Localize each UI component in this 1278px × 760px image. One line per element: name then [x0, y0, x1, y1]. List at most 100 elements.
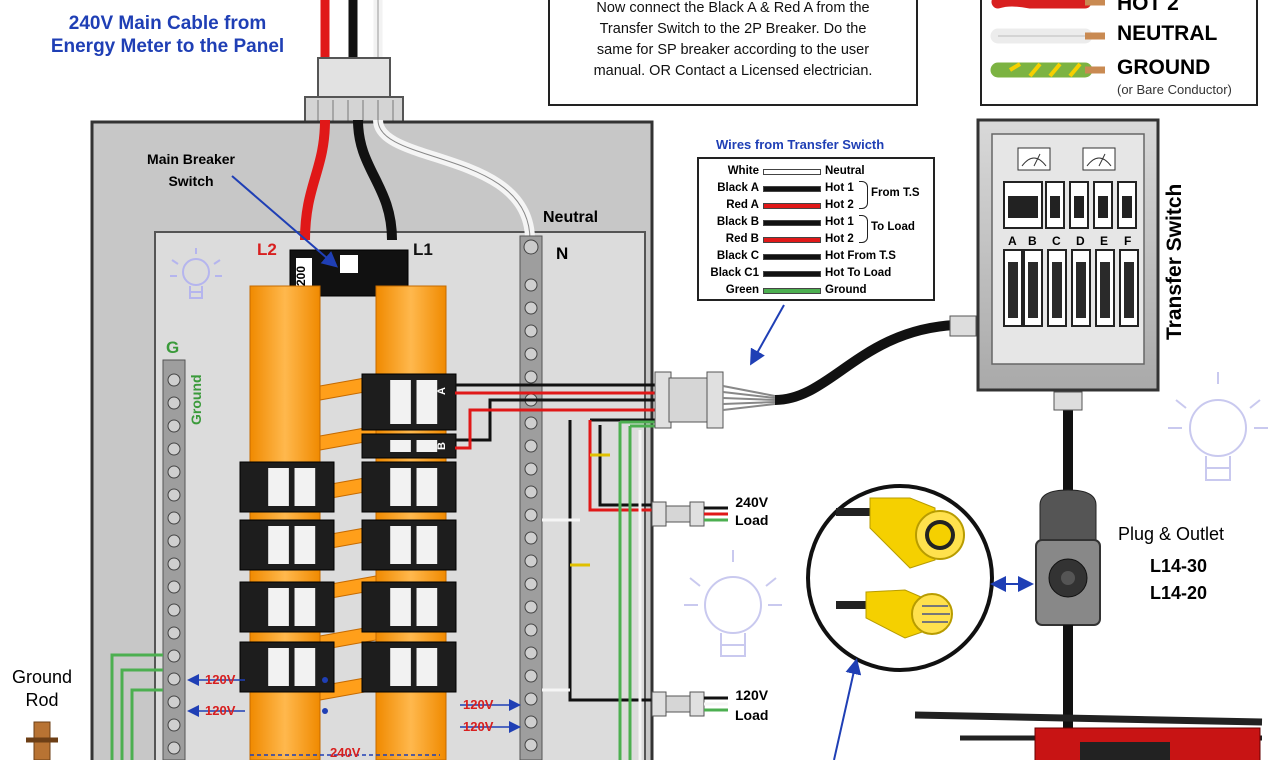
ts-circuit-letter: D: [1076, 234, 1085, 248]
bar-screw: [167, 534, 181, 548]
bar-screw: [524, 600, 538, 614]
ts-circuit-handle: [1100, 262, 1110, 318]
breaker-mark-a: A: [436, 387, 448, 395]
transfer-switch-title: Transfer Switch: [1163, 183, 1186, 340]
bar-screw: [524, 715, 538, 729]
bar-screw: [524, 324, 538, 338]
breaker-toggle: [416, 526, 438, 564]
bar-screw: [524, 554, 538, 568]
bar-screw: [167, 695, 181, 709]
legend-hot2: HOT 2: [1117, 0, 1179, 15]
load-120-line: 120V: [735, 687, 769, 703]
bar-screw: [524, 692, 538, 706]
bar-screw: [524, 738, 538, 752]
breaker-toggle: [268, 468, 289, 506]
wire-row-swatch: [763, 186, 821, 192]
breaker-mark-b: B: [436, 442, 448, 450]
wire-row-right: Hot 2: [825, 233, 854, 245]
bar-screw: [524, 646, 538, 660]
n-label: N: [556, 244, 569, 263]
main-breaker-rating: 200: [294, 265, 308, 286]
wire-row-right: Hot To Load: [825, 267, 892, 279]
ts-breaker-handle: [1122, 196, 1132, 218]
wire-row-right: Hot 2: [825, 199, 854, 211]
v120-label: 120V: [205, 672, 236, 687]
ts-circuit-handle: [1008, 262, 1018, 318]
generator: [914, 711, 1263, 760]
wire-row-right: Ground: [825, 284, 867, 296]
ground-rod-label: Ground Rod: [4, 666, 80, 712]
breaker-toggle: [294, 468, 316, 506]
bar-screw: [167, 718, 181, 732]
bar-screw: [167, 626, 181, 640]
breaker-toggle: [294, 648, 316, 686]
bar-screw: [167, 396, 181, 410]
to-load-label: To Load: [871, 221, 915, 233]
wire-row-swatch: [763, 288, 821, 294]
ts-circuit-handle: [1076, 262, 1086, 318]
breakers: [239, 373, 457, 693]
bar-screw: [167, 488, 181, 502]
main-cable-title-line: Energy Meter to the Panel: [50, 36, 285, 57]
main-breaker-label: Main Breaker Switch: [126, 148, 256, 192]
bar-screw: [524, 370, 538, 384]
g-label: G: [166, 338, 180, 357]
breaker-toggle: [390, 526, 411, 564]
wire-row-left: Black A: [717, 182, 759, 194]
wire-row-right: Hot From T.S: [825, 250, 896, 262]
bar-screw: [524, 462, 538, 476]
bar-screw: [167, 603, 181, 617]
wire-legend: HOT 2 NEUTRAL GROUND (or Bare Conductor): [980, 0, 1258, 106]
ts-circuit-letter: F: [1124, 234, 1132, 248]
bar-screw: [167, 672, 181, 686]
wire-row-swatch: [763, 220, 821, 226]
wire-row-right: Hot 1: [825, 182, 854, 194]
wire-row-right: Neutral: [825, 165, 865, 177]
main-cable-title: 240V Main Cable from Energy Meter to the…: [30, 12, 305, 58]
ground-bar: [162, 359, 186, 760]
breaker-toggle: [390, 468, 411, 506]
v120-label: 120V: [463, 697, 494, 712]
from-ts-label: From T.S: [871, 187, 920, 199]
v120-label: 120V: [205, 703, 236, 718]
ts-circuit-letter: E: [1100, 234, 1109, 248]
l2-label: L2: [257, 240, 277, 259]
v120-label: 120V: [463, 719, 494, 734]
ground-rod-line: Rod: [25, 690, 59, 710]
bracket-to-load: [859, 215, 868, 243]
load-120-label: 120V Load: [735, 685, 768, 725]
plug-illustration: [806, 484, 994, 672]
breaker-toggle: [294, 526, 316, 564]
wire-row-left: Red A: [726, 199, 759, 211]
ground-wires: [110, 653, 163, 760]
wire-row-swatch: [763, 203, 821, 209]
ts-breaker-handle: [1008, 196, 1038, 218]
main-cable-title-line: 240V Main Cable from: [68, 13, 267, 34]
main-breaker-label-line: Switch: [168, 173, 214, 189]
instruction-note: Now connect the Black A & Red A from the…: [548, 0, 918, 106]
note-line: Now connect the Black A & Red A from the: [596, 0, 870, 16]
bulb-icon: [170, 248, 222, 299]
ts-circuit-handle: [1124, 262, 1134, 318]
wire-row-swatch: [763, 237, 821, 243]
bar-screw: [524, 508, 538, 522]
neutral-bar: [519, 235, 543, 760]
bar-screw: [167, 419, 181, 433]
ts-circuit-handle: [1052, 262, 1062, 318]
wire-row-swatch: [763, 169, 821, 175]
annotation-arrows: [187, 175, 1034, 760]
load-240-line: Load: [735, 512, 769, 528]
bar-screw: [167, 649, 181, 663]
bar-screw: [524, 623, 538, 637]
cable-connector: [304, 57, 404, 124]
bulb-icon: [1168, 372, 1268, 481]
load-120-connector: [651, 691, 728, 717]
wire-row-left: Green: [725, 284, 759, 296]
breaker-toggle: [268, 648, 289, 686]
wire-row-left: Black C1: [710, 267, 759, 279]
breaker-toggle: [416, 588, 438, 626]
legend-ground-note: (or Bare Conductor): [1117, 82, 1232, 97]
neutral-label: Neutral: [543, 209, 599, 226]
